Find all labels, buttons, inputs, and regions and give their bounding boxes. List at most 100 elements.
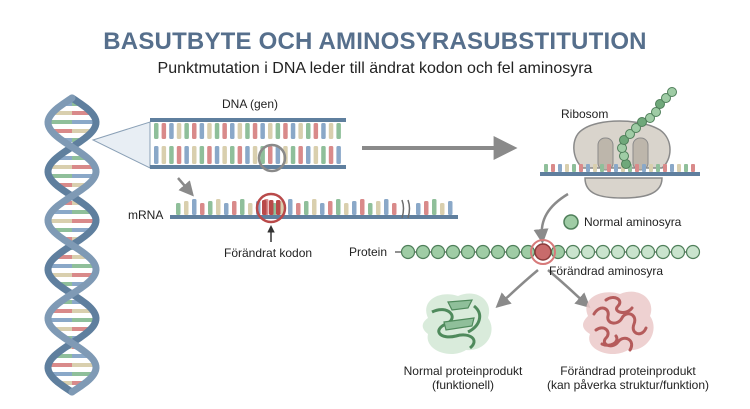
ribosome-mrna-base [600,164,604,172]
ribosome-mrna-base [586,164,590,172]
dna-base [252,146,258,164]
ribosome-small-subunit [584,177,663,199]
changed-amino-acid-label: Förändrad aminosyra [549,264,664,278]
dna-base [328,123,334,139]
ribosome-mrna-base [663,164,667,172]
mrna-bases [176,199,453,215]
mrna-base [368,203,373,215]
dna-base [222,146,227,164]
amino-acid-bead [490,244,506,260]
dna-base [306,146,311,164]
dna-base [184,123,189,139]
amino-acid-bead [565,244,581,260]
normal-amino-acid-label: Normal aminosyra [584,215,682,229]
amino-acid-bead [430,244,446,260]
altered-product-label: Förändrad proteinprodukt (kan påverka st… [528,364,728,392]
dna-base [207,146,212,164]
protein-chain [395,239,701,265]
dna-base [252,123,258,139]
dna-base [275,146,281,164]
mutated-base [276,200,281,215]
mrna-base [240,199,245,215]
dna-base [169,123,174,139]
amino-acid-bead [460,244,476,260]
dna-base [321,146,326,164]
ribosome-mrna-bases [544,164,695,172]
ribosome-mrna-base [579,164,583,172]
ribosome-mrna-base [558,164,562,172]
normal-protein-product [422,293,492,355]
mrna-base [424,201,429,215]
mrna-base [392,203,397,215]
mrna-base [384,199,389,215]
dna-base [268,146,273,164]
mrna-base [448,201,453,215]
mrna-base [440,203,445,215]
dna-base [283,123,288,139]
helix-strand-b [44,94,100,396]
amino-acid-bead [610,244,626,260]
ribosome-mrna-base [593,164,597,172]
dna-base [199,123,205,139]
mrna-base [248,203,253,215]
dna-base [161,123,167,139]
amino-acid-bead [445,244,461,260]
mrna-base [416,203,421,215]
amino-acid-bead [505,244,521,260]
ribosome-mrna-base [649,164,653,172]
dna-base [260,123,265,139]
dna-base [192,123,197,139]
ribosome-mrna-base [684,164,688,172]
dna-base [336,123,341,139]
dna-base [161,146,167,164]
dna-label: DNA (gen) [222,97,279,111]
dna-base [298,146,303,164]
page-subtitle: Punktmutation i DNA leder till ändrat ko… [157,60,593,77]
ribosome-mrna-base [565,164,569,172]
amino-acid-bead [415,244,431,260]
mrna-base [208,201,213,215]
dna-base [199,146,205,164]
dna-base [336,146,341,164]
altered-protein-product [583,291,654,355]
peptide-bead [637,117,647,127]
ribosome-mrna-base [607,164,611,172]
mrna-base [352,201,357,215]
ribosome-mrna-base [572,164,576,172]
mutated-base [269,200,274,215]
dna-base [313,146,319,164]
amino-acid-bead [625,244,641,260]
dna-bases [154,123,341,164]
ribosome-mrna-base [551,164,555,172]
amino-acid-bead [685,244,701,260]
amino-acid-bead [400,244,416,260]
peptide-bead [625,129,635,139]
mrna-break-mark [401,199,411,219]
dna-base [154,146,159,164]
ribosome-mrna-base [544,164,548,172]
ribosome-mrna-base [670,164,674,172]
legend-normal-amino-icon [563,214,579,230]
mrna-base [216,199,221,215]
mrna-base [288,199,293,215]
mrna-base [296,203,301,215]
protein-label: Protein [349,245,388,259]
ribosome-mrna-base [635,164,639,172]
dna-base [214,146,220,164]
changed-codon-label: Förändrat kodon [224,246,313,260]
peptide-bead [619,135,629,145]
dna-base [245,146,250,164]
altered-product-line2: (kan påverka struktur/funktion) [546,378,710,392]
changed-amino-acid-highlight [530,239,556,265]
dna-base [245,123,250,139]
page-title: BASUTBYTE OCH AMINOSYRASUBSTITUTION [103,28,647,55]
dna-base [222,123,227,139]
dna-base [230,146,235,164]
dna-base [192,146,197,164]
dna-base [328,146,334,164]
mrna-base [176,203,181,215]
dna-base [214,123,220,139]
normal-product-line1: Normal proteinprodukt [403,364,523,378]
ribosome-mrna-base [691,164,695,172]
